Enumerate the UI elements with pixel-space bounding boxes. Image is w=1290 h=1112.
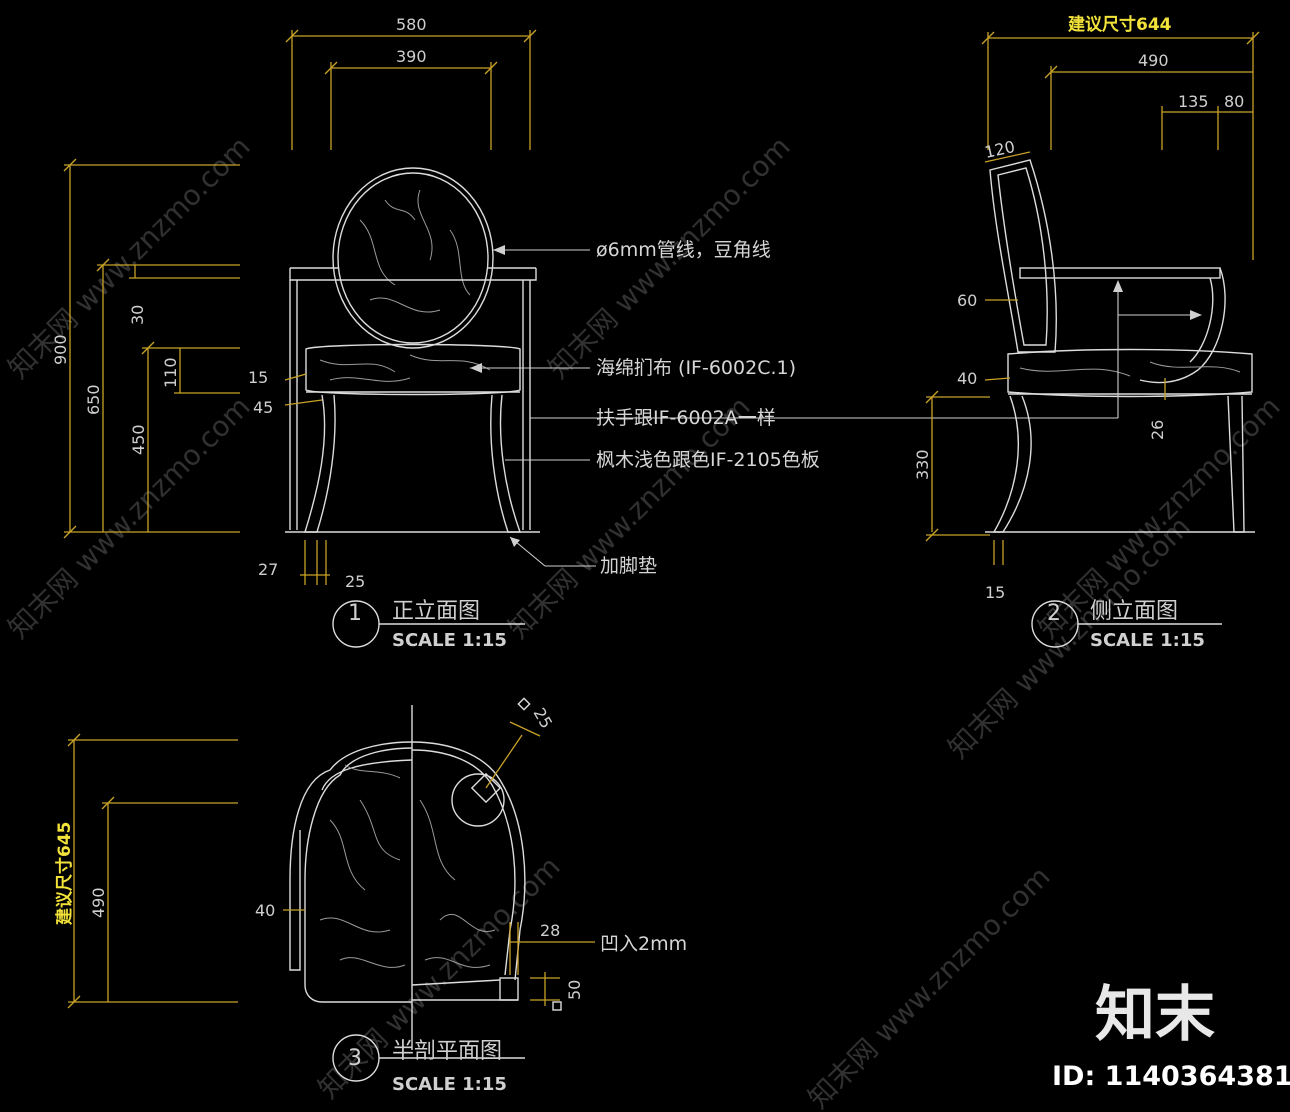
dim-side-26: 26: [1148, 420, 1167, 440]
plan-small-dimensions: 25 40 28 50 凹入2mm: [255, 697, 687, 1011]
dim-45: 45: [253, 398, 273, 417]
dim-side-330: 330: [913, 449, 932, 480]
dim-side-60: 60: [957, 291, 977, 310]
dim-seat-height: 450: [129, 424, 148, 455]
watermark-text: 知末网 www.znzmo.com: [802, 860, 1057, 1112]
brand-block: 知末 ID: 1140364381: [1052, 980, 1290, 1092]
dim-plan-depth: 490: [89, 887, 108, 918]
dim-suggested-size-side: 建议尺寸644: [1068, 14, 1172, 35]
dim-plan-28: 28: [540, 921, 560, 940]
note-recess: 凹入2mm: [600, 933, 687, 955]
plan-left-dimensions: 建议尺寸645 490: [54, 733, 238, 1009]
dim-side-15: 15: [985, 583, 1005, 602]
dim-cushion-thickness: 110: [161, 357, 180, 388]
dim-15: 15: [248, 368, 268, 387]
dim-25: 25: [345, 572, 365, 591]
dim-27: 27: [258, 560, 278, 579]
dim-arm-height: 650: [84, 384, 103, 415]
front-view: 580 390 900 650 450 30: [51, 15, 1118, 651]
brand-logo-text: 知末: [1095, 980, 1215, 1050]
dim-side-135: 135: [1178, 92, 1209, 111]
dim-overall-height: 900: [51, 334, 70, 365]
note-sponge: 海绵扪布 (IF-6002C.1): [596, 357, 796, 379]
watermark-text: 知末网 www.znzmo.com: [2, 130, 257, 385]
dim-plan-25: 25: [530, 705, 557, 732]
dim-plan-50: 50: [565, 980, 584, 1000]
plan-title: 半剖平面图: [392, 1039, 502, 1064]
dim-side-80: 80: [1224, 92, 1244, 111]
side-title-block: 2 侧立面图 SCALE 1:15: [1031, 599, 1222, 651]
front-scale: SCALE 1:15: [392, 630, 507, 651]
plan-chair-outline: [289, 705, 526, 1050]
front-title-number: 1: [348, 601, 362, 626]
note-foot-pad: 加脚垫: [600, 555, 657, 577]
side-top-dimensions: 建议尺寸644 490 135 80 120: [981, 14, 1260, 260]
front-chair-outline: [285, 167, 540, 533]
side-view: 建议尺寸644 490 135 80 120: [913, 14, 1260, 651]
front-title: 正立面图: [392, 599, 480, 624]
side-small-dimensions: 330 60 40 26 15: [913, 280, 1202, 602]
plan-scale: SCALE 1:15: [392, 1074, 507, 1095]
dim-plan-40: 40: [255, 901, 275, 920]
plan-title-block: 3 半剖平面图 SCALE 1:15: [332, 1034, 525, 1095]
front-title-block: 1 正立面图 SCALE 1:15: [332, 599, 525, 651]
drawing-id: ID: 1140364381: [1052, 1061, 1290, 1092]
front-top-dimensions: 580 390: [285, 15, 537, 150]
dim-back-width: 390: [396, 47, 427, 66]
dim-side-depth: 490: [1138, 51, 1169, 70]
side-scale: SCALE 1:15: [1090, 630, 1205, 651]
dim-suggested-size-plan: 建议尺寸645: [54, 822, 75, 926]
front-notes: ø6mm管线，豆角线 海绵扪布 (IF-6002C.1) 扶手跟IF-6002A…: [470, 239, 1118, 577]
note-armrest: 扶手跟IF-6002A一样: [596, 407, 776, 429]
note-wood: 枫木浅色跟色IF-2105色板: [596, 449, 820, 471]
side-title-number: 2: [1047, 601, 1061, 626]
front-small-dimensions: 15 45 27 25: [248, 368, 365, 591]
plan-title-number: 3: [348, 1046, 362, 1071]
dim-side-40: 40: [957, 369, 977, 388]
plan-view: 建议尺寸645 490: [54, 697, 687, 1095]
dim-overall-width: 580: [396, 15, 427, 34]
dim-arm-thickness: 30: [128, 305, 147, 325]
side-title: 侧立面图: [1090, 599, 1178, 624]
front-left-dimensions: 900 650 450 30 110: [51, 158, 240, 539]
note-piping: ø6mm管线，豆角线: [596, 239, 771, 261]
